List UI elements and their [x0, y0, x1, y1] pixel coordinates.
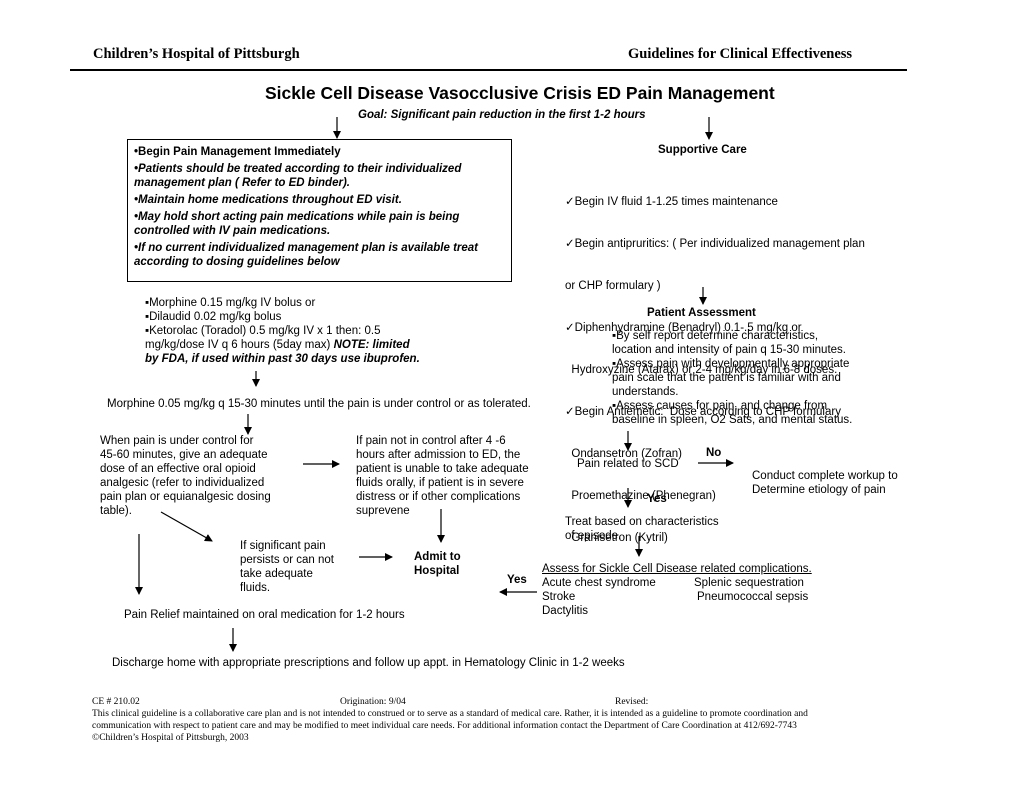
complications-yes-label: Yes: [507, 574, 527, 586]
patient-assessment-list: ▪By self report determine characteristic…: [612, 330, 853, 426]
header-left: Children’s Hospital of Pittsburgh: [93, 46, 300, 62]
box-item-5: •If no current individualized management…: [134, 242, 479, 268]
morphine-followup: Morphine 0.05 mg/kg q 15-30 minutes unti…: [107, 398, 531, 410]
goal-text: Goal: Significant pain reduction in the …: [358, 109, 646, 121]
page-title: Sickle Cell Disease Vasocclusive Crisis …: [265, 83, 775, 103]
footer-ce: CE # 210.02: [92, 697, 140, 707]
footer-revised: Revised:: [615, 697, 649, 707]
med-ketorolac-dose: mg/kg/dose IV q 6 hours (5day max) NOTE:…: [145, 339, 410, 351]
footer-copyright: ©Children’s Hospital of Pittsburgh, 2003: [92, 733, 249, 743]
discharge-text: Discharge home with appropriate prescrip…: [112, 657, 625, 669]
header-right: Guidelines for Clinical Effectiveness: [628, 46, 853, 62]
med-fda-note: by FDA, if used within past 30 days use …: [145, 353, 420, 365]
supportive-care-heading: Supportive Care: [658, 144, 747, 156]
arrow-control-to-significant: [160, 511, 213, 542]
supportive-care-list: ✓Begin IV fluid 1-1.25 times maintenance…: [565, 196, 865, 544]
footer-disclaimer-1: This clinical guideline is a collaborati…: [92, 709, 808, 719]
footer-origination: Origination: 9/04: [340, 697, 406, 707]
patient-assessment-heading: Patient Assessment: [647, 307, 756, 319]
complications-heading: Assess for Sickle Cell Disease related c…: [542, 563, 812, 575]
med-dilaudid: ▪Dilaudid 0.02 mg/kg bolus: [145, 311, 282, 323]
med-morphine: ▪Morphine 0.15 mg/kg IV bolus or: [145, 297, 316, 309]
pain-relief-text: Pain Relief maintained on oral medicatio…: [124, 609, 405, 621]
med-ketorolac: ▪Ketorolac (Toradol) 0.5 mg/kg IV x 1 th…: [145, 325, 381, 337]
box-item-4: •May hold short acting pain medications …: [134, 211, 460, 237]
box-item-2: •Patients should be treated according to…: [134, 163, 462, 189]
medication-list: ▪Morphine 0.15 mg/kg IV bolus or ▪Dilaud…: [145, 296, 420, 366]
scd-question: Pain related to SCD: [577, 458, 679, 470]
header-divider: [70, 69, 907, 71]
scd-no-label: No: [706, 447, 722, 459]
scd-yes-label: Yes: [647, 493, 667, 505]
box-item-1: •Begin Pain Management Immediately: [134, 146, 341, 158]
footer-disclaimer-2: communication with respect to patient ca…: [92, 721, 797, 731]
complications-right: Splenic sequestration Pneumococcal sepsi…: [694, 577, 809, 603]
pain-management-box: •Begin Pain Management Immediately •Pati…: [127, 139, 512, 282]
box-item-3: •Maintain home medications throughout ED…: [134, 194, 402, 206]
